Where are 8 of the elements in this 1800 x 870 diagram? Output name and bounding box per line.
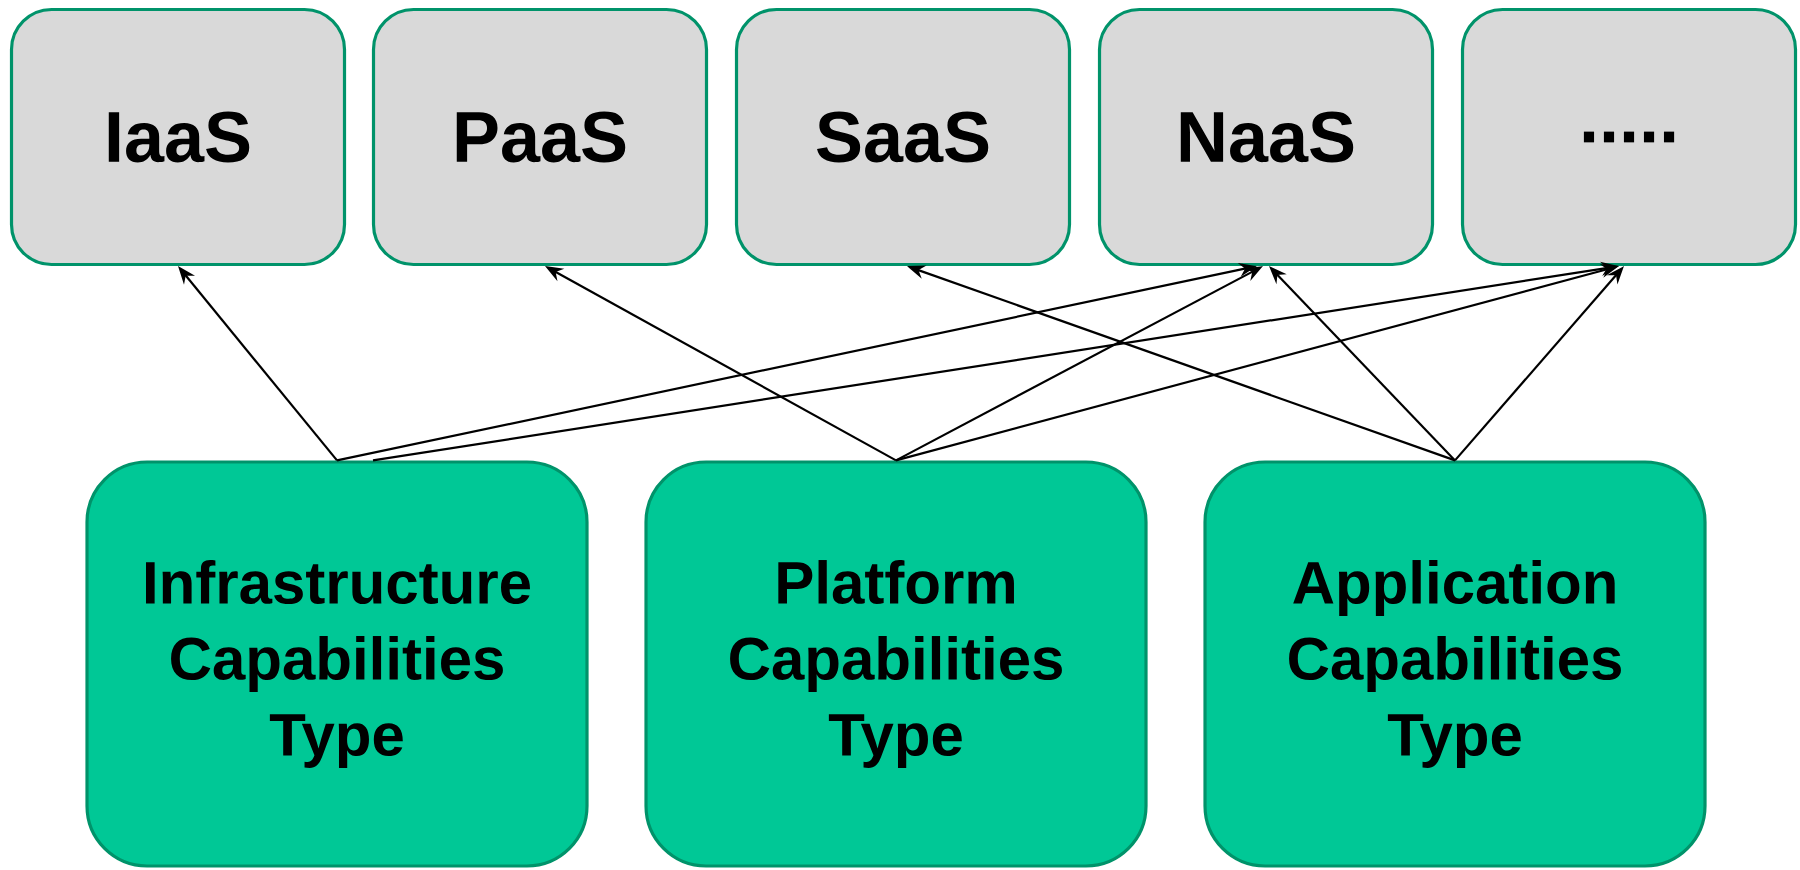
service-box: PaaS bbox=[371, 7, 709, 267]
service-box: SaaS bbox=[734, 7, 1072, 267]
service-box: IaaS bbox=[9, 7, 347, 267]
capability-box: Application Capabilities Type bbox=[1203, 460, 1707, 868]
service-box: NaaS bbox=[1097, 7, 1435, 267]
capability-box: Platform Capabilities Type bbox=[644, 460, 1148, 868]
capability-box: Infrastructure Capabilities Type bbox=[85, 460, 589, 868]
service-box: ..... bbox=[1460, 7, 1798, 267]
